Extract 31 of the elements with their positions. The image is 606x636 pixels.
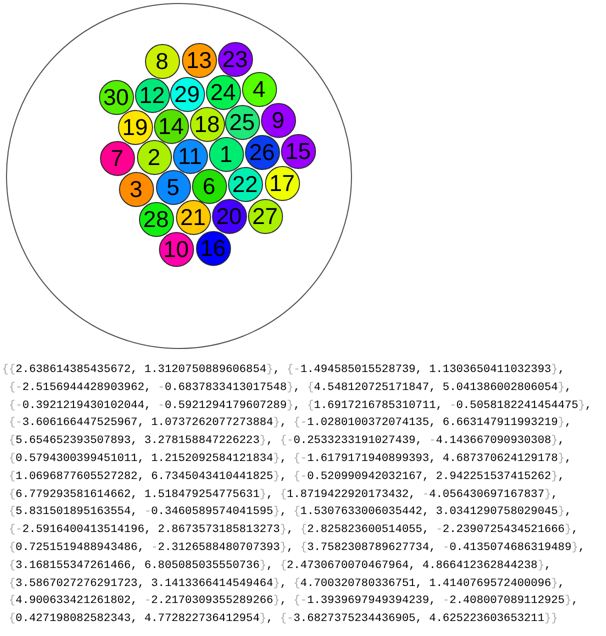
numbered-circle: 1	[208, 136, 244, 172]
numbered-circle: 5	[156, 170, 190, 204]
numbered-circle: 27	[248, 198, 282, 234]
numbered-circle: 6	[192, 168, 226, 204]
numbered-circle: 18	[190, 106, 224, 142]
numbered-circle: 8	[144, 44, 180, 78]
numbered-circle: 25	[224, 104, 260, 140]
numbered-circle: 7	[100, 140, 134, 176]
numbered-circle: 23	[218, 42, 252, 76]
numbered-circle: 10	[158, 232, 194, 266]
numbered-circle: 3	[118, 172, 154, 206]
numbered-circle: 16	[196, 230, 230, 266]
numbered-circle: 29	[170, 76, 204, 112]
numbered-circle: 15	[280, 134, 316, 168]
numbered-circle: 21	[176, 200, 210, 234]
numbered-circle: 9	[260, 102, 296, 138]
numbered-circle: 28	[138, 202, 174, 236]
numbered-circle: 19	[118, 110, 152, 144]
numbered-circle: 14	[154, 108, 188, 144]
numbered-circle: 22	[228, 166, 262, 202]
numbered-circle: 12	[134, 78, 170, 112]
numbered-circle: 13	[182, 42, 216, 78]
numbered-circle: 24	[206, 74, 240, 110]
numbered-circle: 2	[136, 140, 172, 174]
numbered-circle: 30	[98, 80, 134, 114]
numbered-circle: 26	[244, 134, 280, 170]
numbered-circle: 20	[212, 198, 246, 234]
numbered-circle: 11	[172, 138, 208, 174]
coordinate-list: {{2.638614385435672, 1.3120750889606854}, {-1.494585015528739, 1.1303650411032393}, {-2.5156944428903962, -0.6837833413017548}, {4.548120725171847, 5.041386002806054}, {-0.3921219430102044, -0.5921294179607289}, {1.6917216785310711, -0.5058182241454475}, {-3.606166447525967, 1.0737262077273884}, {-1.0280100372074135, 6.663147911993219}, {5.654652393507893, 3.278158847226223}, {-0.2533233191027439, -4.143667090930308}, {0.5794300399451011, 1.2152092584121834}, {-1.6179171940899393, 4.687370624129178}, {1.0696877605527282, 6.7345043410441825}, {-0.520990942032167, 2.942251537415262}, {6.779293581614662, 1.518479254775631}, {1.8719422920173432, -4.056430697167837}, {5.831501895163554, -0.3460589574041595}, {1.5307633006035442, 3.0341290758029045}, {-2.5916400413514196, 2.8673573185813273}, {2.825823600514055, -2.2390725434521666}, {0.7251519488943486, -2.3126588480707393}, {3.7582308789627734, -0.4135074686319489}, {3.168155347261466, 6.805085035550736}, {2.4730670070467964, 4.866412362844238}, {3.5867027276291723, 3.1413366414549464}, {4.700320780336751, 1.4140769572400096}, {4.900633421261802, -2.2170309355289266}, {-1.3939697949394239, -2.408007089112925}, {0.427198082582343, 4.772822736412954}, {-3.6827375234436905, 4.625223603653211}}	[2, 362, 599, 629]
numbered-circle: 17	[264, 166, 300, 200]
numbered-circle: 4	[242, 72, 276, 106]
